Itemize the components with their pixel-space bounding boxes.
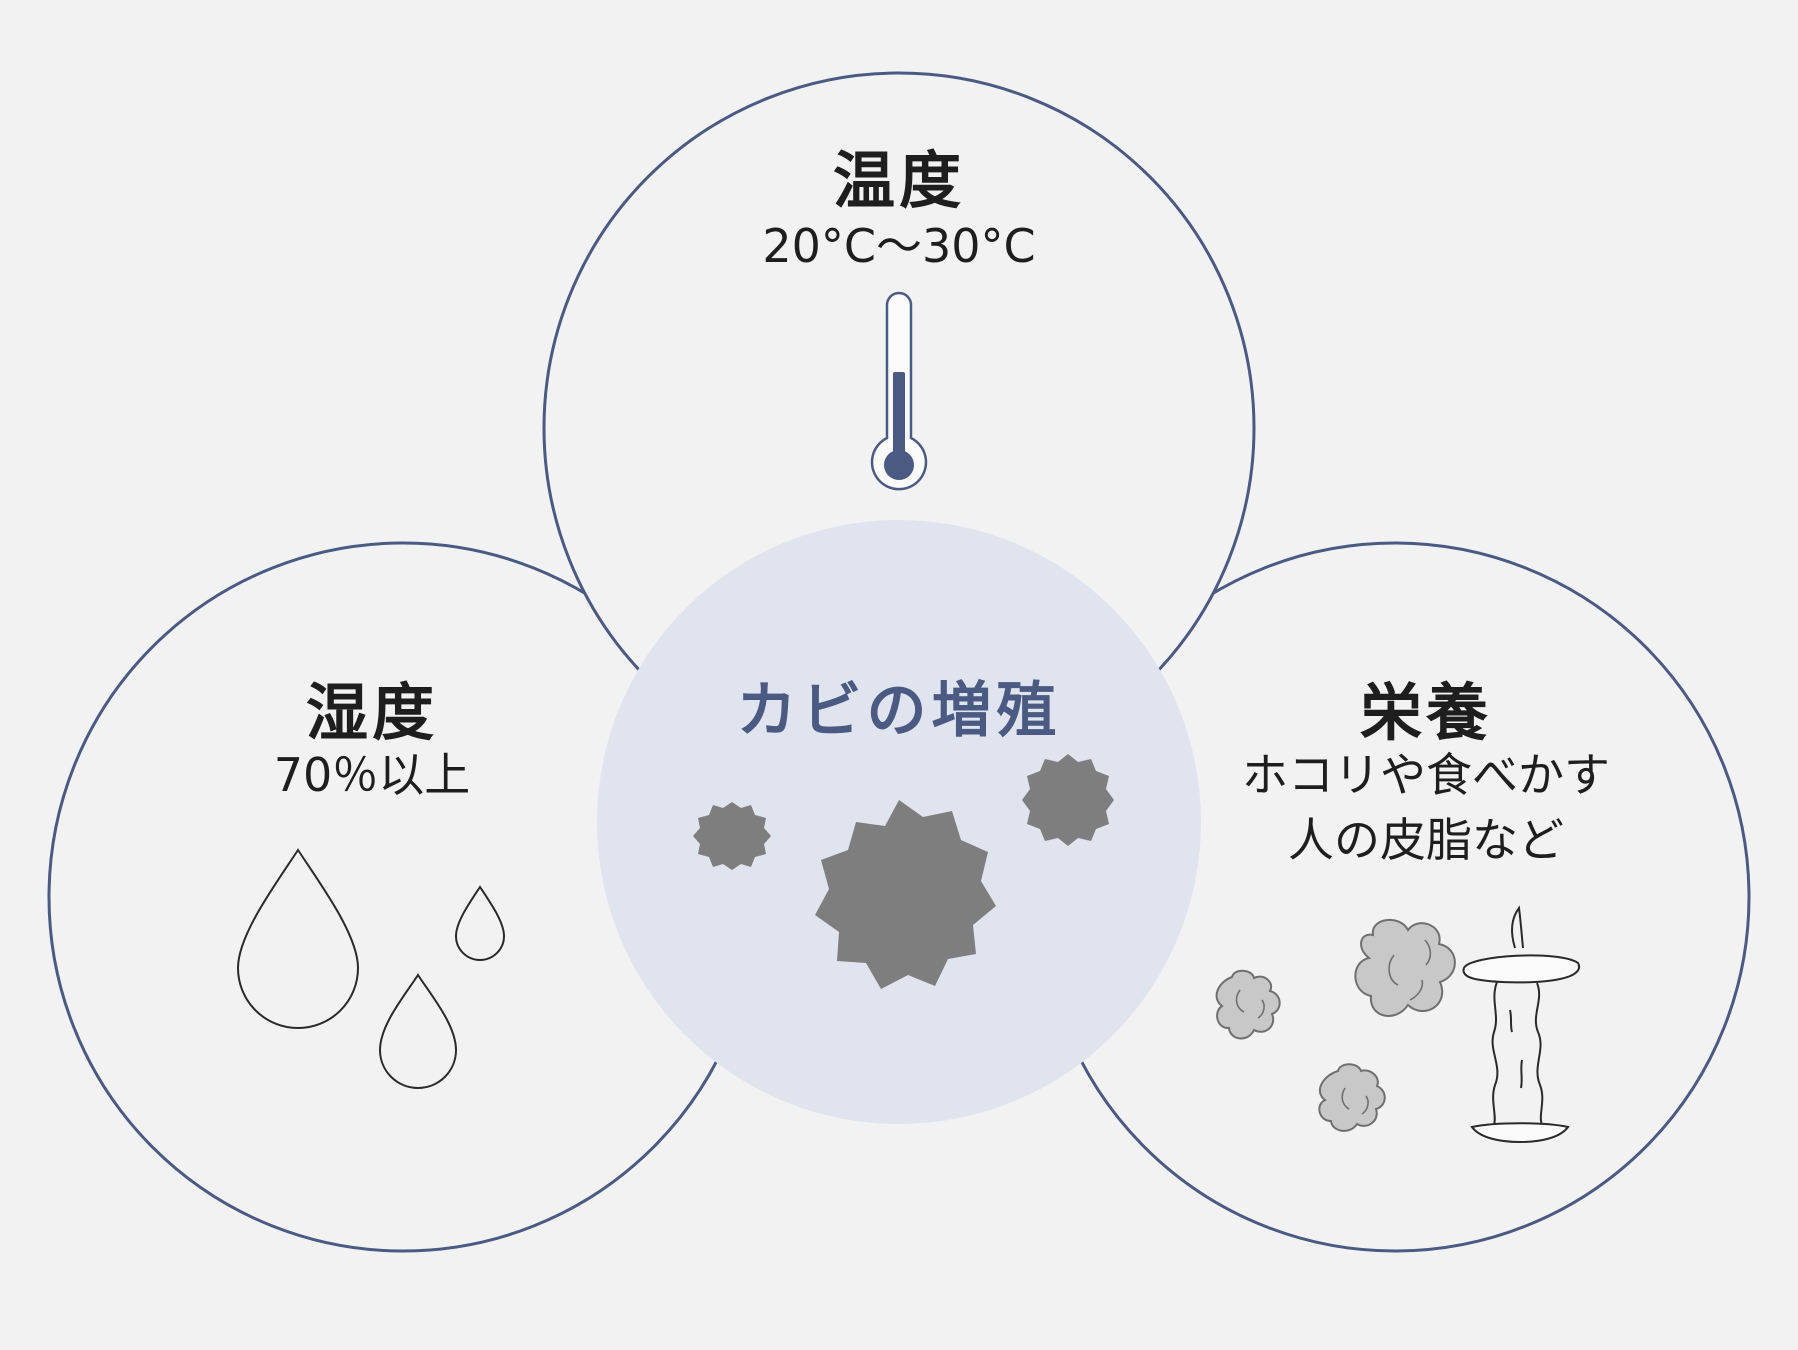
nutrition-line-1: ホコリや食べかす [1242,748,1610,802]
apple-core-icon [1462,905,1580,1144]
apple-core-body [1491,981,1544,1126]
humidity-title: 湿度 [305,676,439,749]
apple-stem [1511,905,1524,949]
humidity-value: 70％以上 [273,748,471,802]
nutrition-line-2: 人の皮脂など [1288,813,1564,867]
apple-bottom [1470,1122,1570,1144]
dust-ball-left [1215,969,1281,1040]
mold-spore-icon [693,754,1114,989]
temperature-title: 温度 [832,144,966,217]
mold-growth-title: カビの増殖 [736,676,1062,746]
water-drop-large [236,848,360,1029]
dust-icon [1215,918,1456,1132]
water-drops-icon [236,848,506,1089]
dust-ball-large [1354,918,1456,1017]
dust-ball-bottom [1318,1063,1386,1132]
mold-spore-right [1022,754,1114,846]
mold-spore-left [693,802,771,870]
nutrition-title: 栄養 [1359,676,1493,749]
temperature-value: 20°C〜30°C [762,219,1036,273]
water-drop-small [454,885,506,961]
water-drop-medium [378,973,458,1089]
mold-spore-large [815,800,996,989]
apple-top [1462,954,1580,984]
thermometer-icon [870,291,928,491]
